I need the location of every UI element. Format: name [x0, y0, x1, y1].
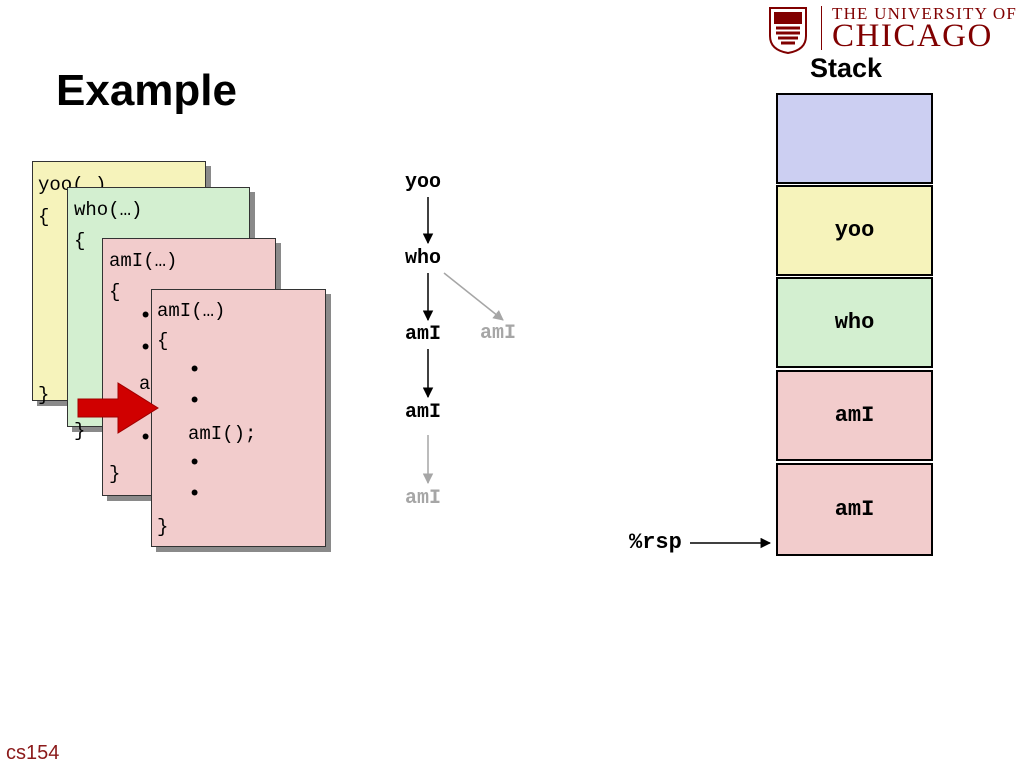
edge-who-ami-sibling	[443, 272, 504, 321]
call-tree-node-who: who	[405, 247, 442, 270]
code-ami2-close: }	[157, 516, 169, 538]
stack-frame-who: who	[776, 277, 933, 368]
call-tree-node-ami-1: amI	[405, 323, 442, 346]
code-ami2-header: amI(…)	[157, 300, 226, 322]
code-who-close: }	[74, 420, 86, 442]
code-ami1-dot-2: •	[139, 336, 153, 361]
code-ami1-call-peek: a	[139, 373, 151, 395]
code-box-ami-2: amI(…) { • • amI(); • • }	[151, 289, 326, 547]
university-logo: THE UNIVERSITY OF CHICAGO	[766, 2, 1024, 54]
university-seal-icon	[769, 7, 807, 54]
course-footer: cs154	[6, 742, 60, 764]
code-yoo-close: }	[38, 384, 50, 406]
code-ami1-dot-3: •	[139, 426, 153, 451]
stack-frame-ami-1: amI	[776, 370, 933, 461]
call-tree-node-ami-2: amI	[405, 401, 442, 424]
logo-divider	[821, 6, 822, 50]
code-ami2-open: {	[157, 330, 169, 352]
code-ami2-dot-4: •	[188, 482, 202, 507]
code-ami1-header: amI(…)	[109, 250, 178, 272]
stack-frame-yoo: yoo	[776, 185, 933, 276]
code-yoo-open: {	[38, 206, 50, 228]
code-ami2-dot-3: •	[188, 451, 202, 476]
slide-title: Example	[56, 66, 237, 115]
code-who-open: {	[74, 230, 86, 252]
stack-frame-top	[776, 93, 933, 184]
stack-frame-ami-2: amI	[776, 463, 933, 556]
code-ami1-open: {	[109, 281, 121, 303]
logo-text-line2: CHICAGO	[832, 18, 993, 54]
rsp-register-label: %rsp	[629, 530, 682, 555]
call-tree-node-yoo: yoo	[405, 171, 442, 194]
code-ami2-dot-2: •	[188, 389, 202, 414]
call-tree-node-ami-3: amI	[405, 487, 442, 510]
stack-label: Stack	[810, 53, 883, 83]
code-ami2-dot-1: •	[188, 358, 202, 383]
code-ami2-call: amI();	[188, 423, 257, 445]
current-frame-arrow-icon	[77, 382, 159, 434]
code-who-header: who(…)	[74, 199, 143, 221]
logo-text-line1: THE UNIVERSITY OF	[832, 4, 1018, 23]
code-ami1-close: }	[109, 463, 121, 485]
call-tree-node-ami-sibling: amI	[480, 322, 517, 345]
code-ami1-dot-1: •	[139, 304, 153, 329]
